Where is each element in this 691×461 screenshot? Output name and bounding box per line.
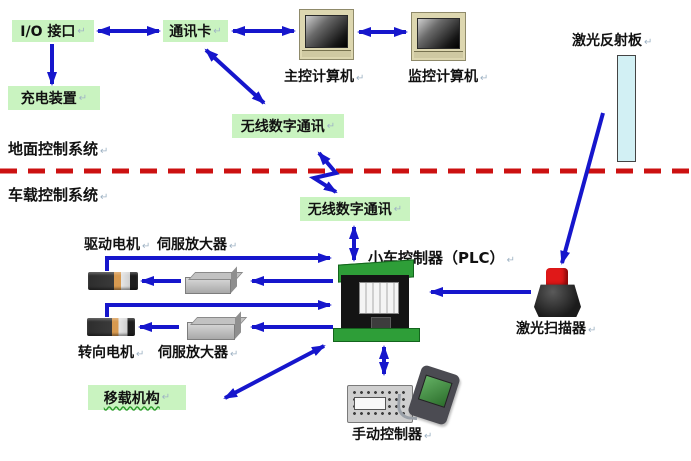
paragraph-mark: ↵ [356, 73, 365, 84]
node-wireless-ground-label: 无线数字通讯 [240, 119, 325, 135]
servo-amp1-label-row: 伺服放大器↵ [157, 234, 237, 254]
main-computer-label-row: 主控计算机↵ [284, 66, 364, 86]
laser-scanner-image [534, 284, 581, 317]
paragraph-mark: ↵ [480, 73, 489, 84]
arrow-plc-transfer [223, 344, 326, 400]
node-io-interface-label: I/O 接口 [20, 24, 76, 40]
manual-controller-label-row: 手动控制器↵ [352, 424, 432, 444]
laser-scanner-label: 激光扫描器 [516, 321, 586, 337]
plc-device-image [333, 259, 420, 342]
transfer-mechanism-label: 移载机构 [103, 390, 160, 407]
paragraph-mark: ↵ [393, 203, 403, 215]
paragraph-mark: ↵ [588, 325, 597, 336]
laser-board-label: 激光反射板 [572, 33, 642, 49]
node-transfer-mechanism: 移载机构↵ [88, 385, 186, 410]
paragraph-mark: ↵ [142, 241, 151, 252]
paragraph-mark: ↵ [100, 146, 109, 157]
node-charger-label: 充电装置 [20, 91, 77, 107]
arrow-board-scanner [560, 112, 605, 265]
servo-amp2-label: 伺服放大器 [158, 345, 228, 361]
vehicle-section-label: 车载控制系统 [8, 186, 99, 204]
paragraph-mark: ↵ [136, 349, 145, 360]
paragraph-mark: ↵ [100, 192, 109, 203]
laser-scanner-knob [546, 268, 568, 288]
main-computer-screen [305, 15, 348, 48]
monitor-computer-monitor-image [411, 12, 466, 61]
paragraph-mark: ↵ [213, 25, 222, 37]
paragraph-mark: ↵ [78, 92, 88, 104]
manual-controller-keypad-image [347, 385, 413, 423]
servo-amp2-label-row: 伺服放大器↵ [158, 342, 238, 362]
paragraph-mark: ↵ [229, 241, 238, 252]
arrow-wireless-link-zigzag [308, 151, 340, 194]
arrow-steermotor-plc [105, 300, 332, 317]
monitor-computer-label: 监控计算机 [408, 69, 478, 85]
servo-amp1-label: 伺服放大器 [157, 237, 227, 253]
laser-board-label-row: 激光反射板↵ [572, 30, 652, 50]
monitor-computer-label-row: 监控计算机↵ [408, 66, 488, 86]
handheld-screen [417, 374, 453, 408]
main-computer-label: 主控计算机 [284, 69, 354, 85]
steer-motor-label: 转向电机 [78, 345, 134, 361]
manual-controller-handheld-image [396, 364, 462, 426]
paragraph-mark: ↵ [326, 120, 336, 132]
drive-motor-label: 驱动电机 [84, 237, 140, 253]
node-wireless-ground: 无线数字通讯↵ [232, 114, 344, 138]
paragraph-mark: ↵ [644, 37, 653, 48]
arrow-drivemotor-plc [105, 253, 332, 271]
main-computer-monitor-image [299, 9, 354, 60]
ground-section-label: 地面控制系统 [8, 140, 99, 158]
paragraph-mark: ↵ [424, 431, 433, 442]
keypad-display [354, 397, 386, 410]
plc-module-panel [359, 282, 399, 314]
servo-amp2-image [187, 322, 235, 340]
monitor-computer-screen [417, 18, 460, 49]
node-io-interface: I/O 接口↵ [12, 20, 94, 42]
monitor-computer-monitor-base [414, 51, 463, 58]
manual-controller-label: 手动控制器 [352, 427, 422, 443]
main-computer-monitor-base [302, 50, 351, 57]
node-comm-card-label: 通讯卡 [169, 24, 212, 40]
servo-amp1-image [185, 277, 231, 294]
steer-motor-label-row: 转向电机↵ [78, 342, 144, 362]
laser-scanner-label-row: 激光扫描器↵ [516, 318, 596, 338]
vehicle-section-label-row: 车载控制系统↵ [8, 184, 108, 205]
node-charger: 充电装置↵ [8, 86, 100, 110]
paragraph-mark: ↵ [77, 25, 86, 37]
node-wireless-vehicle: 无线数字通讯↵ [300, 197, 410, 221]
arrow-commcard-wireless-ground [204, 48, 266, 105]
laser-reflector-board-image [617, 55, 636, 162]
steer-motor-image [87, 318, 135, 336]
drive-motor-label-row: 驱动电机↵ [84, 234, 150, 254]
node-comm-card: 通讯卡↵ [163, 20, 228, 42]
paragraph-mark: ↵ [161, 392, 171, 403]
drive-motor-image [88, 272, 138, 290]
paragraph-mark: ↵ [230, 349, 239, 360]
plc-base-plate [333, 328, 420, 342]
paragraph-mark: ↵ [506, 255, 515, 266]
node-wireless-vehicle-label: 无线数字通讯 [307, 202, 392, 218]
ground-section-label-row: 地面控制系统↵ [8, 138, 108, 159]
